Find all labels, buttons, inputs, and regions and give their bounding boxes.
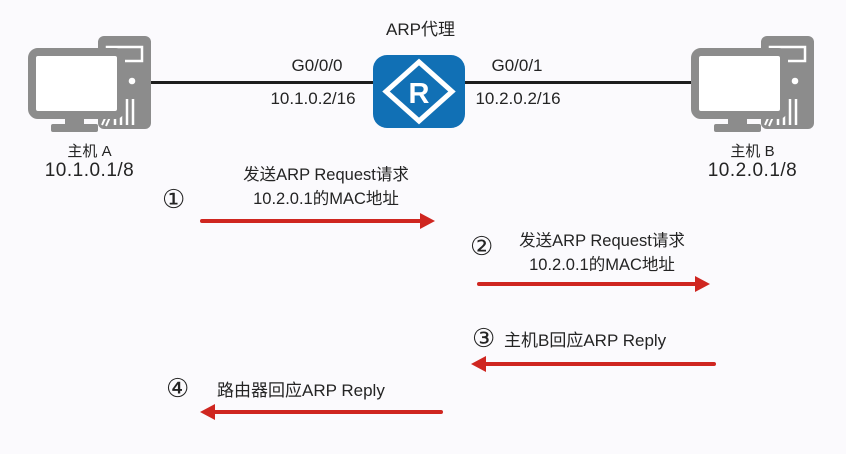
host-b-icon [690, 35, 815, 137]
step-3-arrow [471, 356, 716, 372]
arrowhead-left-icon [200, 404, 215, 420]
router-icon: R [373, 55, 465, 133]
step-4-number: ④ [166, 373, 190, 403]
host-b-ip: 10.2.0.1/8 [707, 160, 798, 181]
arrowhead-left-icon [471, 356, 486, 372]
step-1-arrow [200, 213, 435, 229]
arrow-shaft [477, 282, 697, 286]
interface-left-name: G0/0/0 [291, 56, 343, 75]
link-line-left [150, 81, 373, 84]
step-2-label-line2: 10.2.0.1的MAC地址 [529, 256, 675, 274]
step-1-number: ① [162, 184, 186, 214]
arrowhead-right-icon [695, 276, 710, 292]
step-1-label-line1: 发送ARP Request请求 [243, 166, 409, 184]
interface-right-name: G0/0/1 [491, 56, 543, 75]
step-1-label: 发送ARP Request请求 10.2.0.1的MAC地址 [207, 163, 445, 211]
computer-icon [691, 36, 814, 132]
step-4-label: 路由器回应ARP Reply [217, 381, 385, 400]
router-title: ARP代理 [386, 20, 455, 39]
step-1-label-line2: 10.2.0.1的MAC地址 [253, 190, 399, 208]
interface-right-ip: 10.2.0.2/16 [475, 89, 561, 108]
host-a-name: 主机 A [67, 143, 112, 160]
step-2-label-line1: 发送ARP Request请求 [519, 232, 685, 250]
host-a-icon [27, 35, 152, 137]
router-letter: R [409, 78, 430, 110]
step-2-arrow [477, 276, 710, 292]
step-3-label: 主机B回应ARP Reply [504, 331, 667, 350]
step-2-label: 发送ARP Request请求 10.2.0.1的MAC地址 [492, 229, 712, 277]
arrow-shaft [484, 362, 716, 366]
computer-icon [28, 36, 151, 132]
arrowhead-right-icon [420, 213, 435, 229]
step-3-number: ③ [472, 323, 496, 353]
interface-left-ip: 10.1.0.2/16 [270, 89, 356, 108]
arrow-shaft [200, 219, 422, 223]
step-4-arrow [200, 404, 443, 420]
step-2-number: ② [470, 231, 494, 261]
host-a-ip: 10.1.0.1/8 [44, 160, 135, 181]
link-line-right [465, 81, 692, 84]
host-b-name: 主机 B [730, 143, 775, 160]
arrow-shaft [213, 410, 443, 414]
